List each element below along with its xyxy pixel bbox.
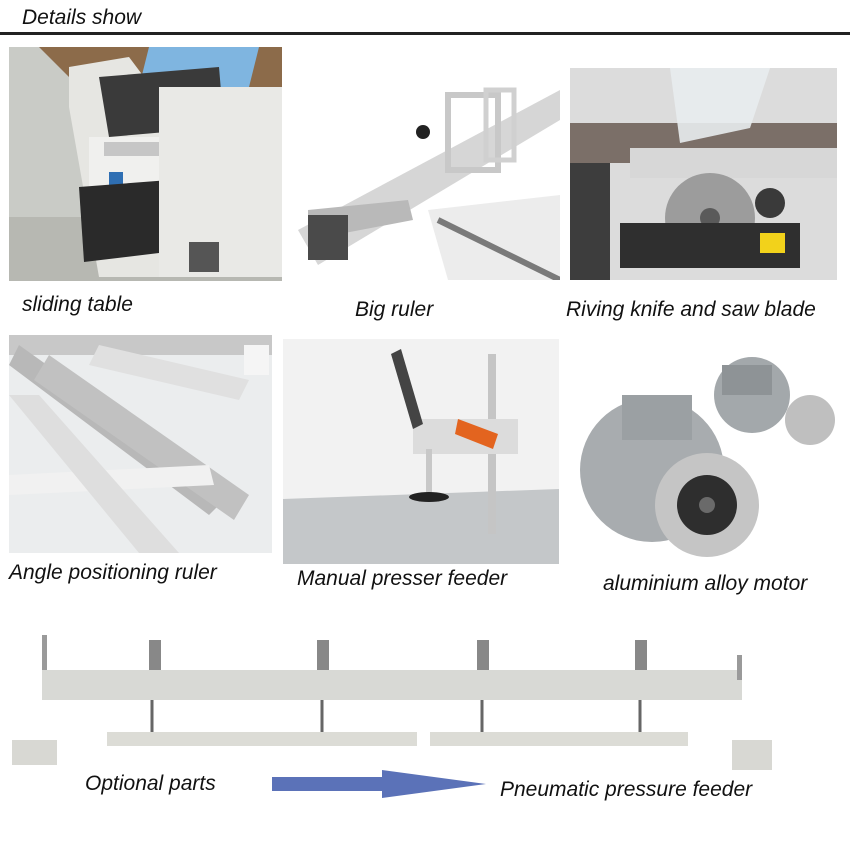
motor-photo	[572, 340, 840, 565]
pneumatic-caption: Pneumatic pressure feeder	[500, 778, 753, 801]
sliding-table-caption: sliding table	[22, 293, 133, 316]
page-title: Details show	[22, 6, 142, 29]
manual-presser-photo	[283, 339, 559, 564]
motor-caption: aluminium alloy motor	[603, 572, 808, 595]
manual-presser-caption: Manual presser feeder	[297, 567, 508, 590]
big-ruler-photo	[298, 80, 560, 280]
right-arrow-icon	[272, 770, 486, 798]
riving-knife-caption: Riving knife and saw blade	[566, 298, 816, 321]
pneumatic-feeder-photo	[12, 630, 772, 780]
angle-ruler-photo	[9, 335, 272, 553]
big-ruler-caption: Big ruler	[355, 298, 434, 321]
angle-ruler-caption: Angle positioning ruler	[9, 561, 217, 584]
header-divider	[0, 32, 850, 35]
riving-knife-photo	[570, 68, 837, 280]
optional-parts-caption: Optional parts	[85, 772, 216, 795]
sliding-table-photo	[9, 47, 282, 281]
